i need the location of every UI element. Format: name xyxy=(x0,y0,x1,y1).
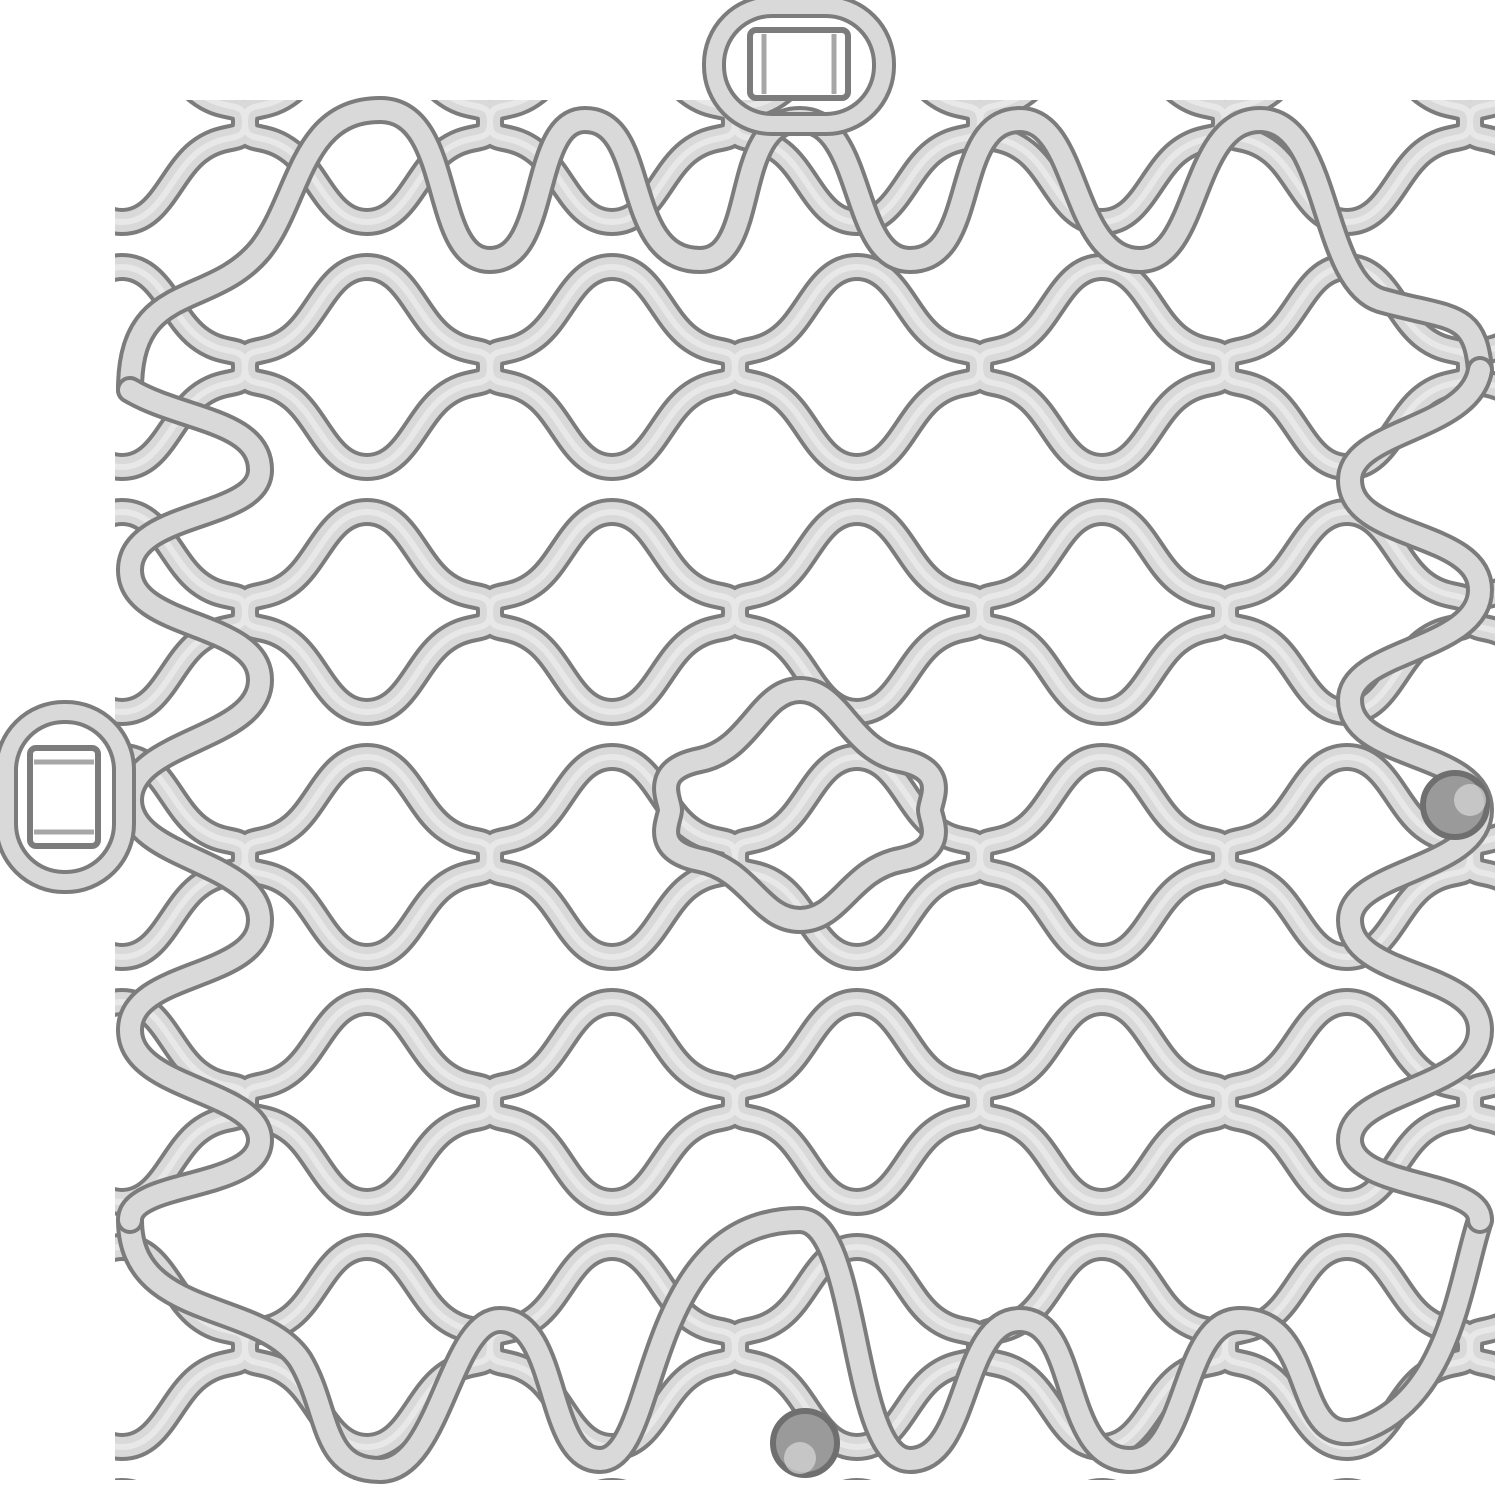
right-peg-highlight xyxy=(1454,784,1486,816)
lattice-pattern-field xyxy=(115,100,1495,1480)
right-peg xyxy=(1420,770,1490,840)
center-quatrefoil-fill xyxy=(656,679,944,931)
bottom-peg-highlight xyxy=(784,1442,816,1474)
top-connector-loop xyxy=(702,0,896,136)
left-connector-slot xyxy=(27,745,101,849)
bottom-peg xyxy=(770,1408,840,1478)
center-quatrefoil xyxy=(652,675,948,935)
bottom-wave-fill xyxy=(120,1210,1490,1480)
left-connector-outer-fill xyxy=(0,704,132,890)
left-connector-loop xyxy=(0,700,136,894)
top-connector-slot xyxy=(747,27,851,101)
top-connector-outer-fill xyxy=(706,0,892,132)
tile-lattice xyxy=(115,96,1495,1484)
